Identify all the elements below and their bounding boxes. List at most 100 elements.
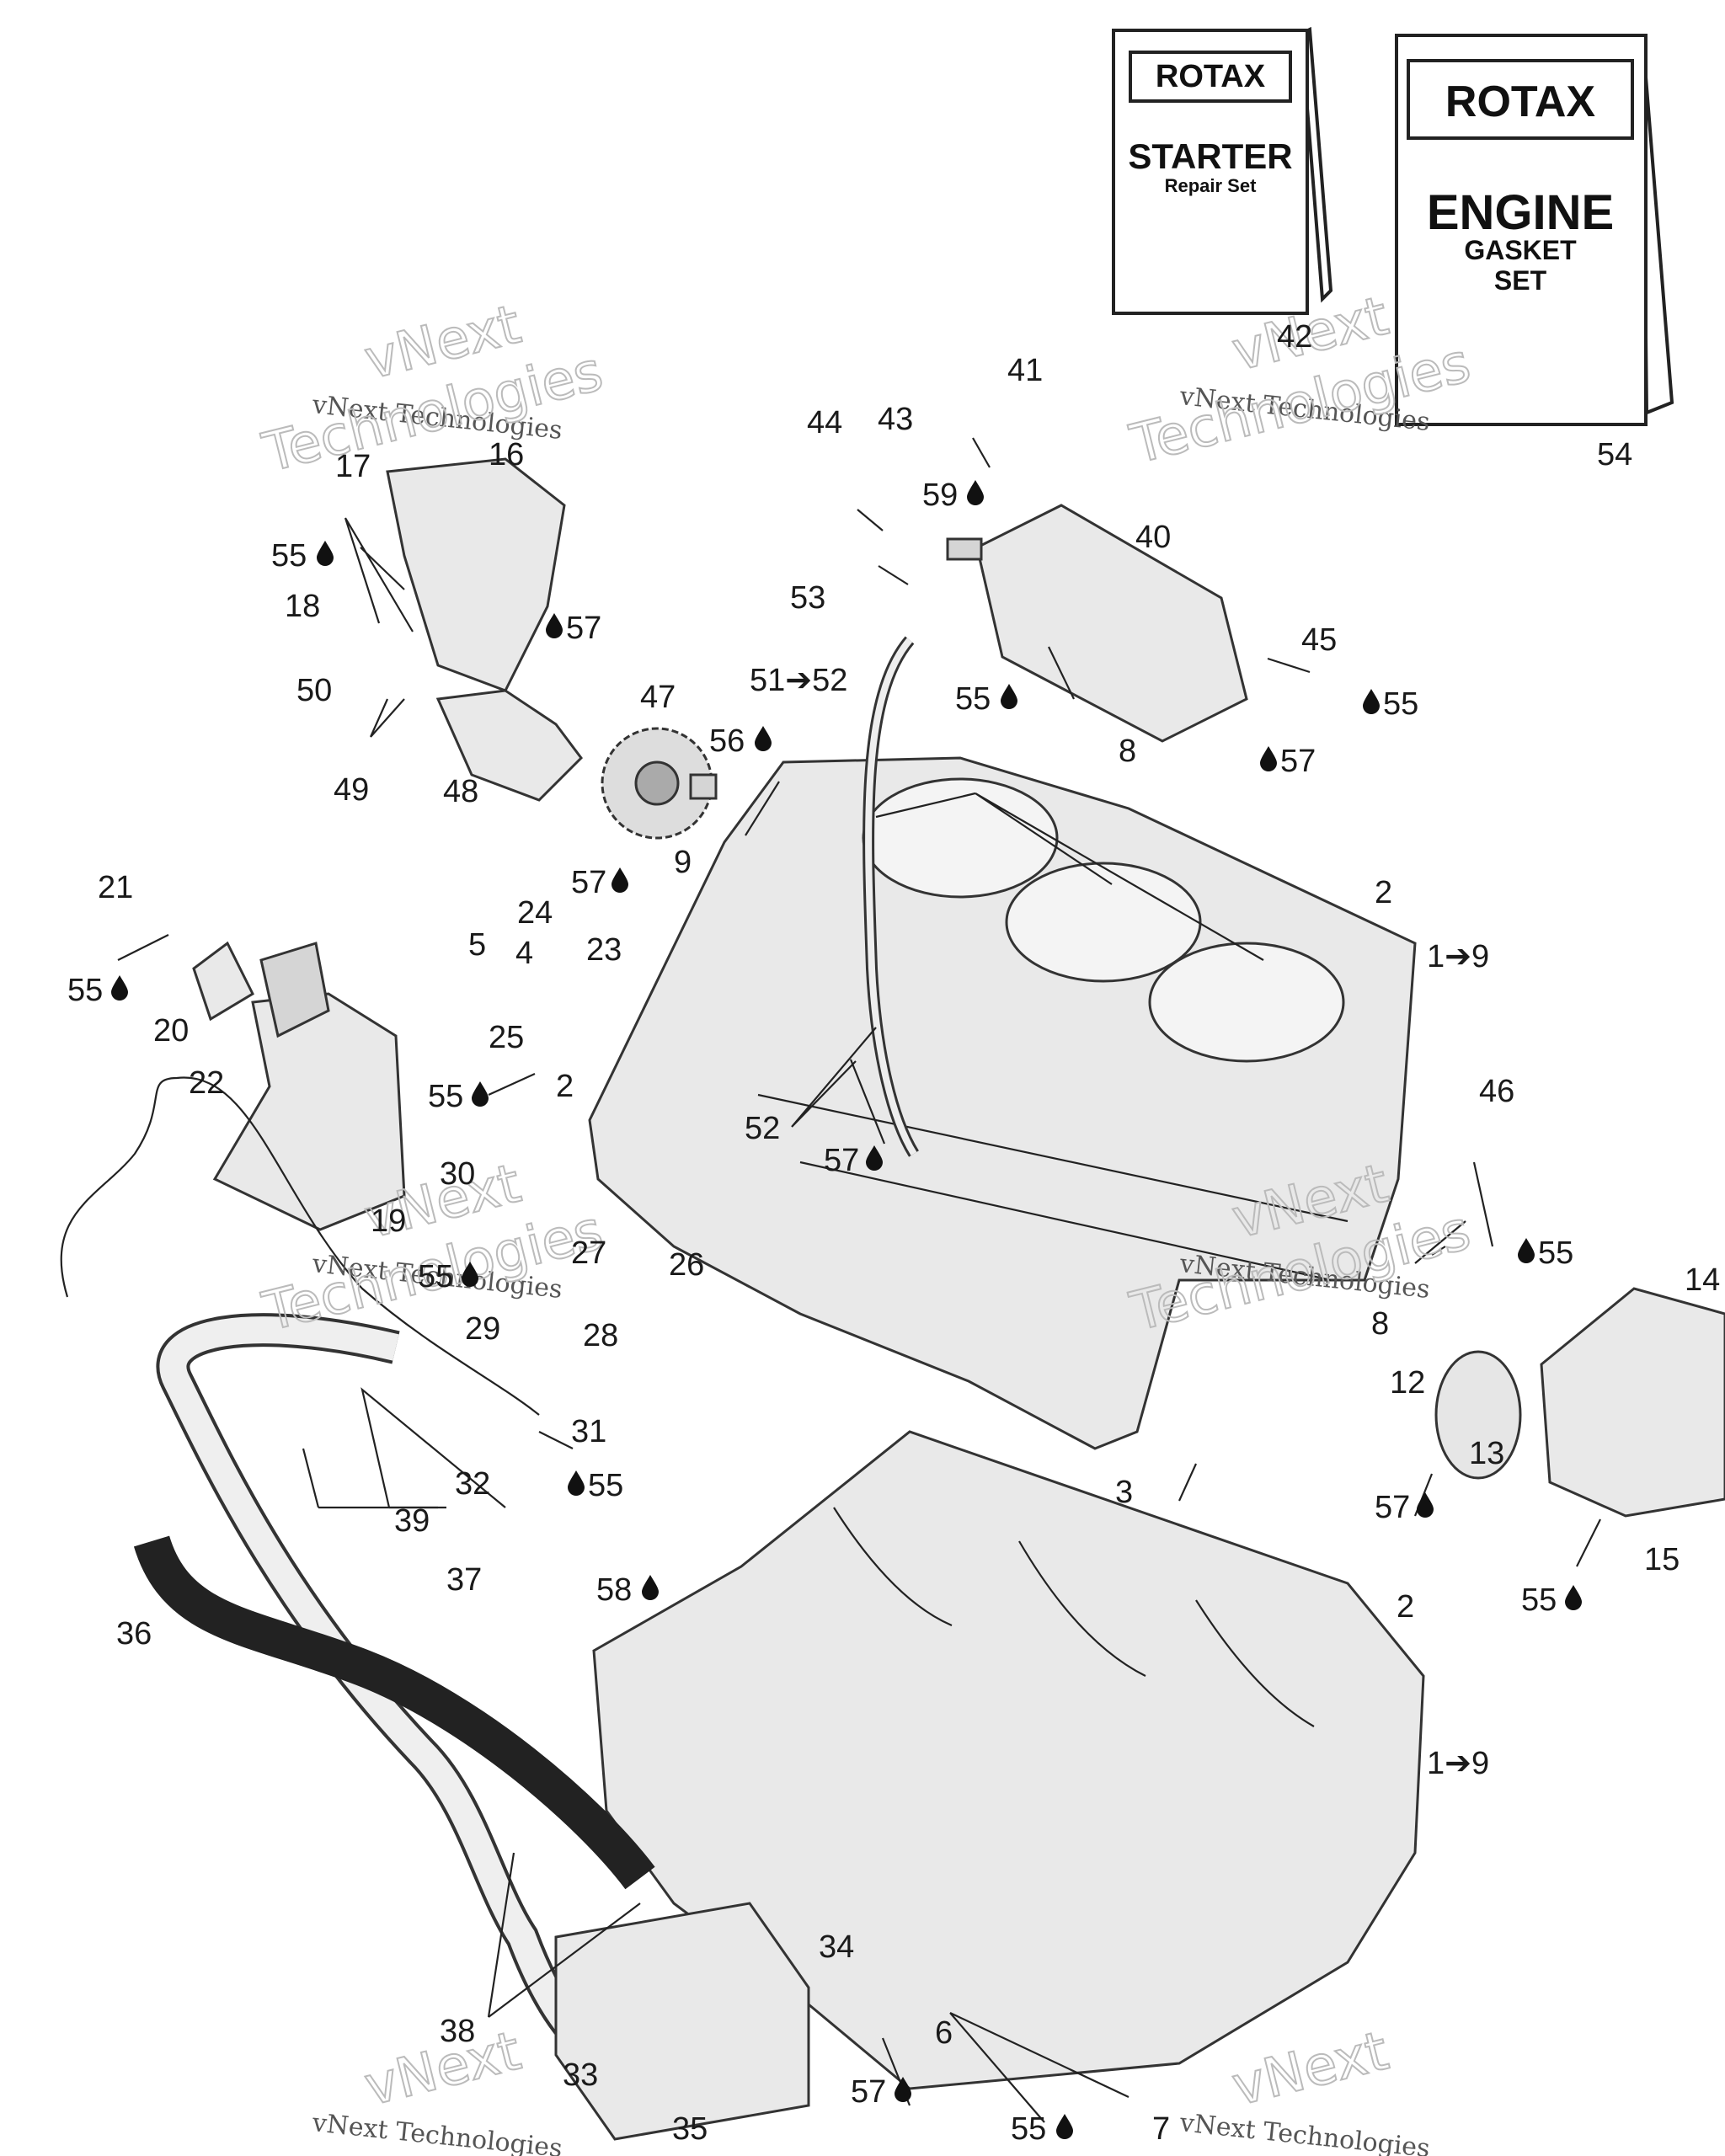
drop-icon: [1518, 1238, 1535, 1263]
callout-18: 18: [285, 589, 320, 624]
callout-55: 55: [1011, 2111, 1046, 2147]
callout-35: 35: [672, 2111, 708, 2147]
callout-2: 2: [1397, 1589, 1414, 1625]
engine-kit-line3: SET: [1494, 265, 1547, 296]
drop-icon: [1417, 1492, 1434, 1518]
callout-56: 56: [709, 723, 745, 759]
callout-13: 13: [1469, 1436, 1504, 1471]
callout-55: 55: [588, 1468, 623, 1503]
callout-labels: 42 54 41 44 43 59 40 53 51➔52 45 55 55 8…: [67, 319, 1720, 2147]
callout-57: 57: [571, 865, 606, 900]
drop-icon: [1001, 684, 1017, 709]
drop-icon: [111, 975, 128, 1001]
leader-lines: [117, 437, 1601, 2123]
callout-2: 2: [1375, 875, 1392, 910]
callout-19: 19: [371, 1203, 406, 1239]
callout-40: 40: [1135, 520, 1171, 555]
callout-48: 48: [443, 774, 478, 809]
callout-59: 59: [922, 478, 958, 513]
drop-icon: [611, 867, 628, 893]
engine-kit-brand: ROTAX: [1445, 77, 1595, 126]
callout-55: 55: [67, 973, 103, 1008]
starter-kit-title: STARTER: [1128, 136, 1292, 176]
drop-icon: [1363, 689, 1380, 714]
callout-57: 57: [851, 2074, 886, 2110]
callout-51-52: 51➔52: [750, 663, 847, 698]
drop-icon: [642, 1575, 659, 1600]
drop-icon: [546, 613, 563, 638]
oil-cooler: [554, 1902, 810, 2141]
callout-44: 44: [807, 405, 842, 440]
callout-2: 2: [556, 1069, 574, 1104]
callout-55: 55: [1521, 1582, 1557, 1618]
callout-36: 36: [116, 1616, 152, 1652]
callout-55: 55: [1383, 686, 1418, 722]
callout-16: 16: [489, 437, 524, 472]
callout-22: 22: [189, 1065, 224, 1101]
callout-21: 21: [98, 870, 133, 905]
callout-46: 46: [1479, 1074, 1514, 1109]
callout-52: 52: [745, 1111, 780, 1146]
callout-55: 55: [955, 681, 991, 717]
callout-38: 38: [440, 2014, 475, 2049]
callout-29: 29: [465, 1311, 500, 1347]
callout-50: 50: [296, 673, 332, 708]
callout-32: 32: [455, 1466, 490, 1502]
callout-23: 23: [586, 932, 622, 968]
callout-28: 28: [583, 1318, 618, 1353]
callout-33: 33: [563, 2057, 598, 2093]
callout-58: 58: [596, 1572, 632, 1608]
callout-5: 5: [468, 927, 486, 963]
engine-support-bracket: [192, 941, 406, 1231]
starter-drive: [386, 457, 718, 840]
callout-15: 15: [1644, 1542, 1680, 1577]
callout-57: 57: [1375, 1490, 1410, 1525]
callout-49: 49: [334, 772, 369, 808]
callout-55: 55: [418, 1259, 453, 1294]
callout-55: 55: [1538, 1235, 1573, 1271]
drop-icon: [568, 1470, 585, 1496]
engine-kit-title: ENGINE: [1427, 185, 1614, 240]
callout-43: 43: [878, 402, 913, 437]
callout-14: 14: [1685, 1262, 1720, 1298]
callout-55: 55: [428, 1079, 463, 1114]
lower-crankcase: [592, 1430, 1425, 2090]
drop-icon: [967, 480, 984, 505]
callout-17: 17: [335, 449, 371, 484]
oil-cooler-hoses: [133, 1313, 655, 2080]
callout-25: 25: [489, 1020, 524, 1055]
callout-39: 39: [394, 1503, 430, 1539]
callout-6: 6: [935, 2015, 953, 2051]
engine-gasket-set-kit: ROTAX ENGINE GASKET SET: [1395, 33, 1674, 426]
callout-30: 30: [440, 1156, 475, 1192]
callout-1-9: 1➔9: [1427, 939, 1489, 974]
watermark-overlay: vNext: [1226, 2020, 1394, 2118]
starter-kit-brand: ROTAX: [1156, 59, 1266, 94]
callout-8: 8: [1119, 734, 1136, 769]
starter-motor: [946, 504, 1248, 743]
callout-7: 7: [1152, 2111, 1170, 2147]
callout-53: 53: [790, 580, 825, 616]
starter-kit-subtitle: Repair Set: [1165, 175, 1257, 196]
callout-26: 26: [669, 1247, 704, 1283]
callout-9: 9: [674, 845, 692, 880]
watermark-text: vNext Technologies: [310, 2108, 563, 2156]
engine-kit-line2: GASKET: [1464, 235, 1577, 265]
callout-54: 54: [1597, 437, 1632, 472]
callout-12: 12: [1390, 1365, 1425, 1401]
watermark-text: vNext Technologies: [1178, 2108, 1431, 2156]
drop-icon: [1565, 1585, 1582, 1610]
right-engine-mount: [1434, 1287, 1725, 1518]
drop-icon: [1260, 746, 1277, 771]
callout-41: 41: [1007, 353, 1043, 388]
starter-repair-set-kit: ROTAX STARTER Repair Set: [1112, 26, 1333, 315]
callout-57: 57: [1280, 744, 1316, 779]
drop-icon: [755, 726, 772, 751]
callout-20: 20: [153, 1013, 189, 1049]
callout-8: 8: [1371, 1306, 1389, 1342]
callout-34: 34: [819, 1929, 854, 1965]
callout-45: 45: [1301, 622, 1337, 658]
callout-24: 24: [517, 895, 553, 931]
callout-1-9: 1➔9: [1427, 1746, 1489, 1781]
callout-55: 55: [271, 538, 307, 574]
